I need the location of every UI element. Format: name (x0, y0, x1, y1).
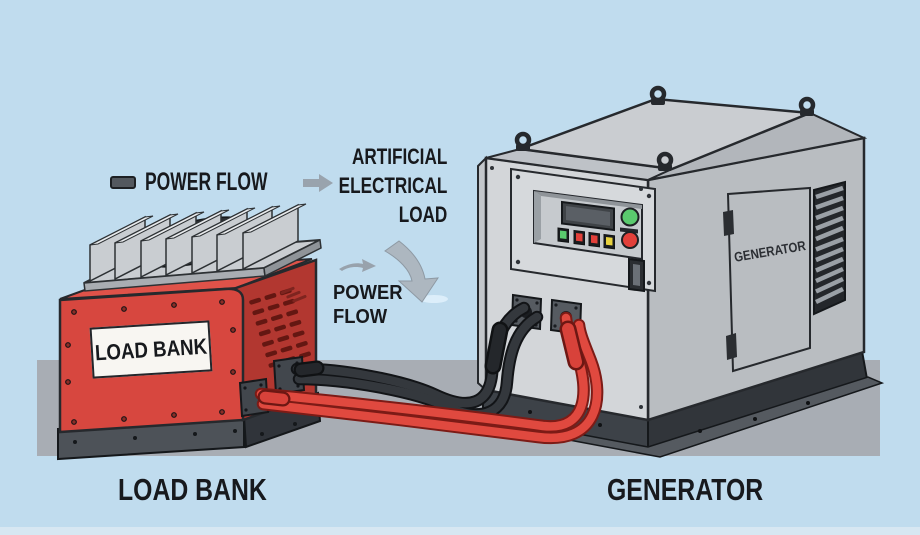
cable-power-flow-annotation: POWER FLOW (333, 281, 403, 329)
bottom-strip (0, 527, 920, 535)
red-cable-boot (259, 391, 289, 405)
base-bolts (73, 422, 297, 444)
annotation-line: POWER (333, 282, 403, 304)
skid-bolts (528, 401, 810, 433)
heatsink (83, 203, 322, 292)
hinge-icon (723, 210, 734, 236)
heatsink-fins (89, 203, 307, 283)
generator-caption: GENERATOR (607, 472, 764, 507)
annotation-line: FLOW (333, 306, 388, 328)
small-right-arrow-icon (339, 259, 376, 272)
switch-row (557, 227, 615, 250)
lifting-eye-icon (649, 85, 667, 105)
annotation-line: LOAD (398, 202, 447, 227)
louver-vent-icon (813, 180, 846, 316)
generator-door[interactable] (726, 186, 811, 373)
side-vent-slots (249, 288, 311, 368)
black-cable-boot (295, 362, 323, 376)
lifting-eye-icon (798, 96, 816, 116)
rivets (65, 299, 236, 425)
inset-shadow-left (534, 191, 541, 243)
display-screen-glass (566, 206, 610, 226)
start-button[interactable] (620, 207, 640, 227)
black-cable-boot (487, 324, 506, 372)
artificial-load-annotation: ARTIFICIAL ELECTRICAL LOAD (338, 142, 447, 229)
annotation-line: ELECTRICAL (338, 173, 447, 198)
switch-4[interactable] (606, 237, 613, 246)
lifting-eye-icon (514, 131, 532, 151)
load-bank-caption: LOAD BANK (118, 472, 267, 507)
right-arrow-icon (302, 173, 333, 192)
curved-down-arrow-icon (384, 240, 439, 303)
switch-1[interactable] (560, 230, 567, 240)
heatsink-plate-edge-right (263, 238, 322, 278)
red-cable (258, 320, 602, 443)
legend-label: POWER FLOW (145, 168, 268, 196)
switch-2[interactable] (576, 233, 583, 242)
annotation-line: ARTIFICIAL (351, 144, 447, 169)
cables (254, 301, 604, 445)
lifting-eye-icon (656, 151, 674, 171)
load-bank-plate-label: LOAD BANK (94, 333, 208, 365)
stop-button[interactable] (621, 231, 639, 249)
arrow-tip-glow (420, 295, 448, 303)
inset-shadow-top (534, 191, 642, 209)
power-flow-legend: POWER FLOW (110, 168, 335, 197)
load-bank-name-plate: LOAD BANK (89, 320, 213, 379)
hinge-icon (726, 333, 737, 360)
generator-illustration (474, 85, 885, 458)
cable-swatch-icon (110, 176, 136, 189)
key-slot-inner (633, 264, 640, 286)
top-vent-slots (280, 286, 307, 303)
red-cable-boot (562, 323, 582, 368)
switch-3[interactable] (591, 235, 598, 244)
